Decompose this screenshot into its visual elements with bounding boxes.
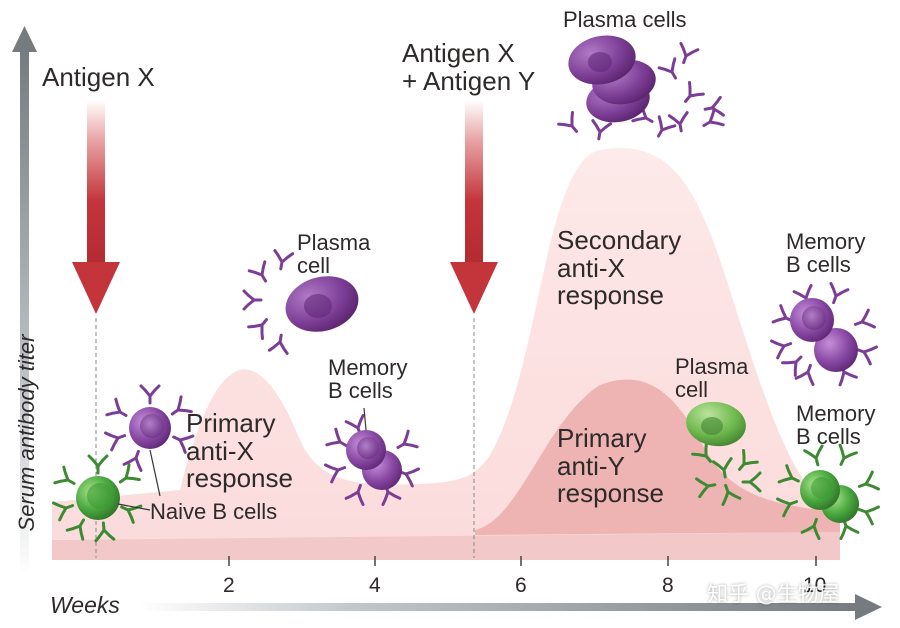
x-tick-2: 2 [223,574,235,598]
watermark: 知乎 @生物屋 [707,578,840,608]
secondary-anti-x-label: Secondary anti-X response [557,227,681,310]
antigen-x-label: Antigen X [42,64,155,92]
primary-anti-x-label: Primary anti-X response [186,410,293,493]
x-tick-4: 4 [369,574,381,598]
x-tick-8: 8 [662,574,674,598]
plasma-cell-2-label: Plasma cell [675,355,748,402]
memory-b-cells-1-label: Memory B cells [328,356,407,403]
x-tick-6: 6 [515,574,527,598]
primary-anti-y-label: Primary anti-Y response [557,425,664,508]
plasma-cell-1-label: Plasma cell [297,231,370,278]
naive-b-cells-label: Naive B cells [150,500,277,523]
antigen-xy-label: Antigen X + Antigen Y [402,40,535,95]
antigen-x-arrow [72,100,120,314]
x-axis-label: Weeks [50,592,120,619]
y-axis-label: Serum antibody titer [14,313,40,553]
memory-b-cells-2-label: Memory B cells [786,230,865,277]
plasma-cells-top [559,29,724,140]
plasma-cells-top-label: Plasma cells [563,8,686,31]
antigen-xy-arrow [450,100,498,314]
memory-b-cells-2 [772,284,877,385]
naive-b-cell-purple [106,386,193,470]
memory-b-cells-3-label: Memory B cells [796,402,875,449]
